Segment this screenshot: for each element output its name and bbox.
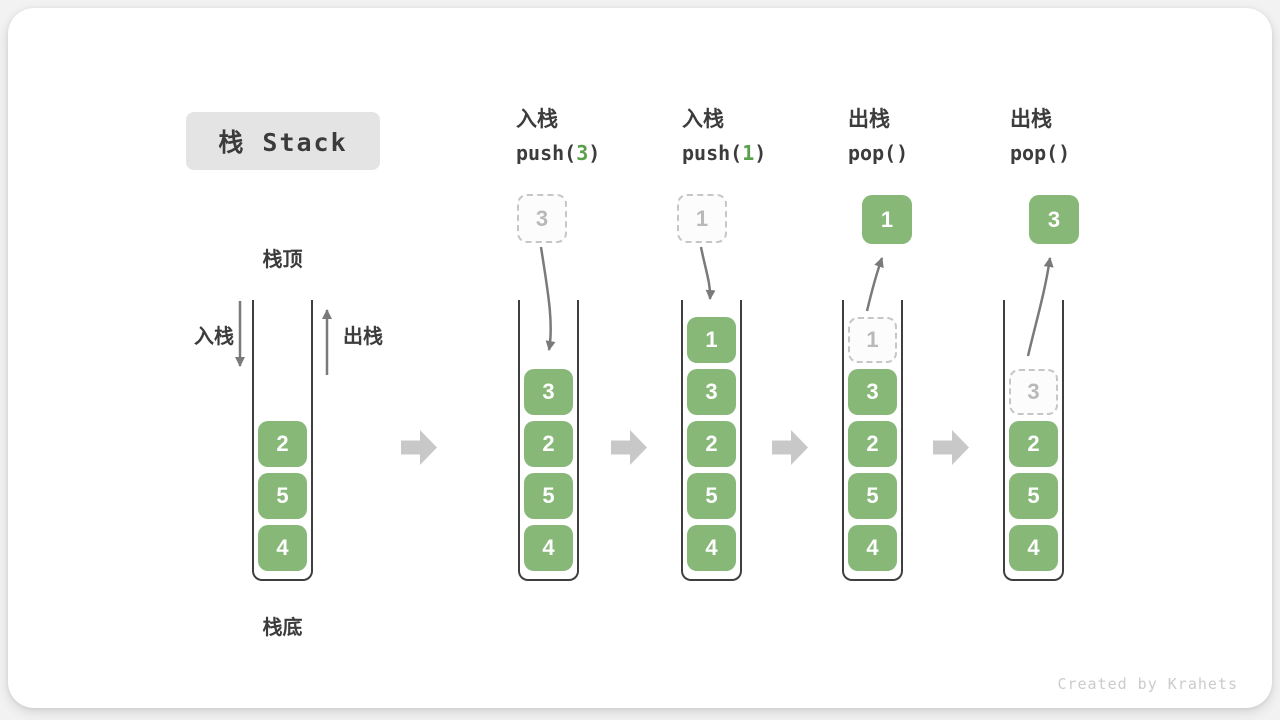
- popped-value-box: 3: [1029, 195, 1079, 244]
- stack-item: 2: [687, 421, 736, 467]
- popped-value-box: 1: [862, 195, 912, 244]
- stack-item: 5: [258, 473, 307, 519]
- stack-item: 5: [524, 473, 573, 519]
- pop-side-label: 出栈: [343, 326, 383, 348]
- incoming-value-box: 3: [517, 194, 567, 243]
- column-header-push-1: 入栈 push(1): [682, 103, 766, 165]
- diagram-title-text: 栈 Stack: [218, 128, 348, 157]
- incoming-value-box: 1: [677, 194, 727, 243]
- operation-code: pop(): [1010, 141, 1071, 165]
- operation-label: 出栈: [1010, 108, 1052, 131]
- operation-code: pop(): [848, 141, 909, 165]
- operation-label: 入栈: [682, 108, 724, 131]
- operation-label: 入栈: [516, 108, 558, 131]
- column-header-pop-3: 出栈 pop(): [1010, 103, 1070, 165]
- stack-item: 3: [687, 369, 736, 415]
- stack-item-ghost: 3: [1009, 369, 1058, 415]
- stack-item: 5: [848, 473, 897, 519]
- stack-bottom-label: 栈底: [262, 617, 303, 639]
- stack-item: 4: [687, 525, 736, 571]
- stack-item-ghost: 1: [848, 317, 897, 363]
- stack-item: 2: [524, 421, 573, 467]
- stack-item: 4: [848, 525, 897, 571]
- stack-top-label: 栈顶: [262, 249, 303, 271]
- operation-code: push(1): [682, 141, 767, 165]
- stack-container-initial-state: [252, 300, 313, 581]
- stack-container-pop-1: [842, 300, 903, 581]
- stack-container-push-1: [681, 300, 742, 581]
- stack-item: 3: [524, 369, 573, 415]
- stack-item: 1: [687, 317, 736, 363]
- operation-code: push(3): [516, 141, 601, 165]
- push-side-label: 入栈: [194, 326, 234, 348]
- stack-item: 4: [258, 525, 307, 571]
- watermark: Created by Krahets: [1057, 675, 1238, 693]
- operation-label: 出栈: [848, 108, 890, 131]
- stack-item: 5: [687, 473, 736, 519]
- column-header-pop-1: 出栈 pop(): [848, 103, 908, 165]
- stack-item: 4: [524, 525, 573, 571]
- stack-item: 5: [1009, 473, 1058, 519]
- column-header-push-3: 入栈 push(3): [516, 103, 600, 165]
- stack-item: 3: [848, 369, 897, 415]
- stack-container-pop-3: [1003, 300, 1064, 581]
- stack-item: 4: [1009, 525, 1058, 571]
- stack-item: 2: [258, 421, 307, 467]
- stack-container-push-3: [518, 300, 579, 581]
- stack-item: 2: [1009, 421, 1058, 467]
- stack-item: 2: [848, 421, 897, 467]
- diagram-title: 栈 Stack: [186, 112, 380, 170]
